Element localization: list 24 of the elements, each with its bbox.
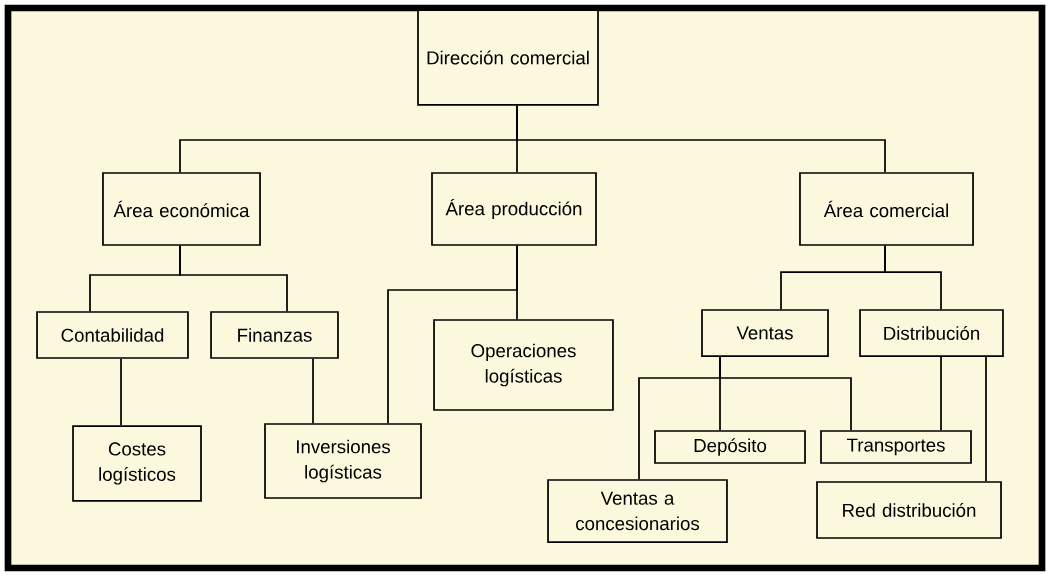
connector-line bbox=[940, 356, 942, 431]
connector-line bbox=[516, 104, 886, 173]
org-box: Área comercial bbox=[799, 172, 974, 246]
org-box: Distribución bbox=[859, 309, 1004, 357]
connector-line bbox=[312, 358, 314, 424]
connector-line bbox=[120, 358, 122, 427]
org-box: Depósito bbox=[654, 430, 806, 464]
org-box: Área económica bbox=[102, 172, 261, 246]
org-box: Dirección comercial bbox=[417, 9, 599, 106]
org-box: Ventas bbox=[701, 309, 829, 357]
org-box: Finanzas bbox=[210, 311, 339, 359]
connector-line bbox=[884, 245, 942, 310]
org-box: Costes logísticos bbox=[72, 425, 202, 502]
org-box: Ventas a concesionarios bbox=[547, 479, 728, 543]
connector-line bbox=[719, 356, 852, 431]
connector-line bbox=[516, 245, 518, 320]
org-box: Contabilidad bbox=[36, 311, 189, 359]
org-box: Red distribución bbox=[816, 481, 1002, 539]
org-box: Área producción bbox=[431, 172, 597, 246]
org-box: Operaciones logísticas bbox=[433, 319, 614, 411]
org-box: Inversiones logísticas bbox=[264, 423, 422, 499]
connector-line bbox=[985, 356, 987, 482]
connector-line bbox=[179, 245, 288, 312]
org-box: Transportes bbox=[820, 430, 972, 464]
